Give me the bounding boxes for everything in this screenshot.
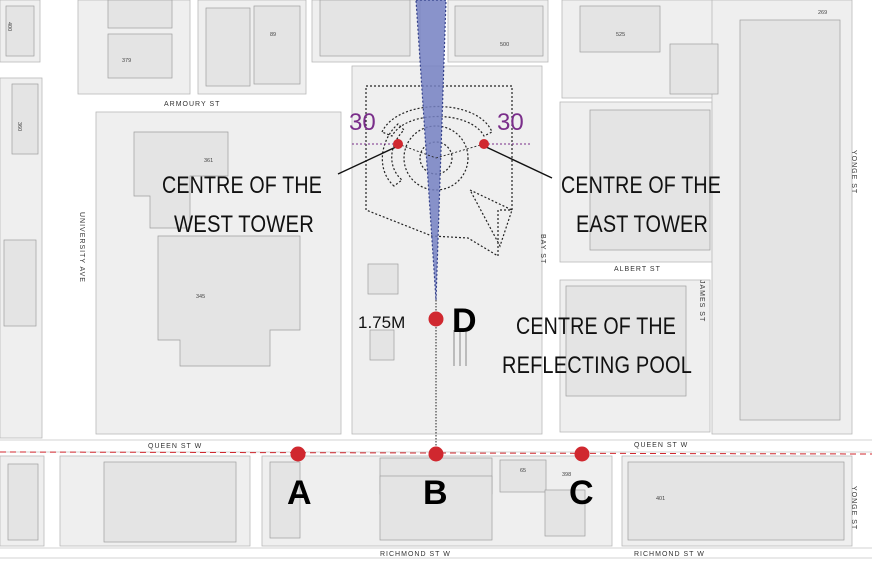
point-label-c: C (569, 474, 594, 512)
building-number: 525 (616, 32, 625, 38)
building-number: 89 (270, 32, 276, 38)
building (7, 463, 39, 541)
building (544, 489, 586, 537)
building-number: 401 (656, 496, 665, 502)
building (5, 5, 35, 57)
callout-east-line2: EAST TOWER (576, 211, 708, 238)
building (669, 43, 719, 95)
building-osgoode-hall (133, 131, 229, 229)
building-number: 360 (16, 122, 22, 131)
building (3, 239, 37, 327)
angle-rays (397, 143, 485, 159)
building (269, 461, 301, 539)
building-number: 345 (196, 294, 205, 300)
angle-label-west: 30 (349, 109, 376, 136)
building (205, 7, 251, 87)
building-number: 269 (818, 10, 827, 16)
building-old-city-hall (157, 235, 301, 367)
street-label-queen-right: QUEEN ST W (634, 442, 688, 449)
point-label-b: B (423, 474, 448, 512)
point-d-marker (428, 311, 444, 327)
callout-east-line1: CENTRE OF THE (561, 172, 721, 199)
reflecting-pool-arches (453, 330, 467, 366)
building-number: 500 (500, 42, 509, 48)
callout-pool-line2: REFLECTING POOL (502, 352, 692, 379)
point-label-a: A (287, 474, 312, 512)
building (627, 461, 845, 541)
building (11, 83, 39, 155)
street-label-yonge-bottom: YONGE ST (850, 486, 857, 530)
building (107, 0, 173, 29)
building (367, 263, 399, 295)
building-eaton-centre (739, 19, 841, 421)
street-label-james: JAMES ST (698, 280, 705, 322)
point-b-marker (428, 446, 444, 462)
queen-street-sightline (0, 451, 872, 455)
building (579, 5, 661, 53)
street-label-yonge-top: YONGE ST (850, 150, 857, 194)
building (319, 0, 411, 57)
building (589, 109, 711, 251)
building (565, 285, 687, 397)
leader-lines (337, 145, 553, 179)
building (103, 461, 237, 543)
building-number: 65 (520, 468, 526, 474)
council-chamber-dome (403, 125, 469, 191)
viewpoint-markers (290, 139, 590, 462)
point-a-marker (290, 446, 306, 462)
west-tower-curve (381, 123, 405, 187)
angle-label-east: 30 (497, 109, 524, 136)
callout-west-line2: WEST TOWER (174, 211, 314, 238)
building (454, 5, 544, 57)
building-number: 379 (122, 58, 131, 64)
building-number: 400 (6, 22, 12, 31)
eye-height-label: 1.75M (358, 313, 405, 332)
building (379, 475, 493, 541)
street-label-armoury: ARMOURY ST (164, 101, 220, 108)
callout-east-tower: CENTRE OF THE EAST TOWER (561, 172, 721, 238)
podium-edge (468, 188, 513, 248)
building (369, 329, 395, 361)
building (499, 459, 547, 493)
building (253, 5, 301, 85)
street-labels: ARMOURY ST UNIVERSITY AVE BAY ST ALBERT … (78, 101, 857, 558)
building (107, 33, 173, 79)
street-label-bay: BAY ST (539, 234, 546, 264)
street-label-richmond-left: RICHMOND ST W (380, 551, 451, 558)
building-numbers: 400 379 89 525 500 361 345 360 269 65 39… (6, 10, 827, 502)
callout-west-tower: CENTRE OF THE WEST TOWER (162, 172, 322, 238)
point-label-d: D (452, 302, 477, 340)
street-label-albert: ALBERT ST (614, 266, 661, 273)
point-c-marker (574, 446, 590, 462)
building-number: 398 (562, 472, 571, 478)
callout-reflecting-pool: CENTRE OF THE REFLECTING POOL (502, 313, 692, 379)
callout-west-line1: CENTRE OF THE (162, 172, 322, 199)
east-tower-marker (479, 139, 489, 149)
street-label-queen-left: QUEEN ST W (148, 443, 202, 450)
sightline-cone (415, 0, 447, 301)
street-label-university: UNIVERSITY AVE (78, 212, 85, 283)
city-hall-outline (365, 85, 513, 258)
callout-pool-line1: CENTRE OF THE (516, 313, 676, 340)
west-tower-marker (393, 139, 403, 149)
street-label-richmond-right: RICHMOND ST W (634, 551, 705, 558)
buildings (3, 0, 845, 543)
building-number: 361 (204, 158, 213, 164)
